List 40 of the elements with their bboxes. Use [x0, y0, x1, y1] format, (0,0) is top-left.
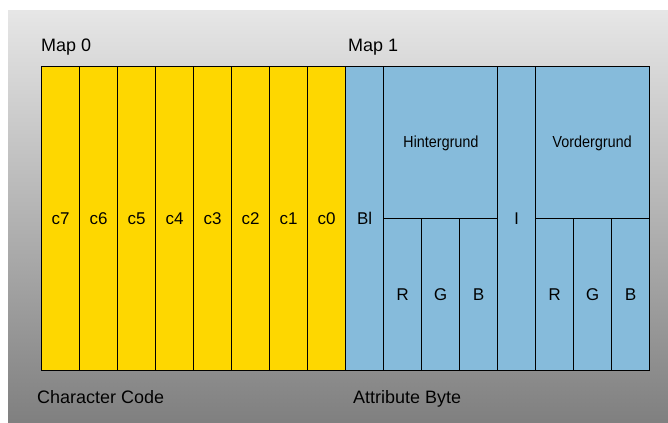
bit-field-cell	[573, 218, 612, 371]
map-label: Map 0	[41, 35, 92, 56]
bit-label: G	[434, 284, 448, 304]
bit-label: c1	[280, 208, 298, 228]
bit-field-cell	[345, 66, 384, 371]
bit-field-cell	[193, 66, 232, 371]
bit-label: c7	[52, 208, 70, 228]
bit-label: Vordergrund	[552, 134, 632, 152]
bit-label: G	[586, 284, 600, 304]
bit-label: B	[472, 284, 484, 304]
field-caption: Character Code	[37, 387, 164, 408]
bit-label: c6	[90, 208, 108, 228]
bit-field-cell	[383, 66, 498, 219]
bit-field-cell	[155, 66, 194, 371]
bit-field-cell	[41, 66, 80, 371]
bit-field-cell	[231, 66, 270, 371]
bit-label: R	[396, 284, 409, 304]
bit-field-cell	[117, 66, 156, 371]
bit-label: Bl	[356, 208, 372, 228]
bit-field-cell	[79, 66, 118, 371]
bit-field-cell	[611, 218, 650, 371]
bit-label: Hintergrund	[402, 134, 478, 152]
bit-field-cell	[535, 66, 650, 219]
bit-field-cell	[383, 218, 422, 371]
bit-label: c5	[128, 208, 146, 228]
bit-field-cell	[269, 66, 308, 371]
map-label: Map 1	[348, 35, 398, 56]
bit-label: B	[624, 284, 636, 304]
bit-label: c4	[166, 208, 184, 228]
bit-label: c2	[242, 208, 260, 228]
bit-field-cell	[535, 218, 574, 371]
bit-field-cell	[497, 66, 536, 371]
bit-field-cell	[421, 218, 460, 371]
bit-field-cell	[459, 218, 498, 371]
bit-label: I	[514, 208, 519, 228]
field-caption: Attribute Byte	[353, 387, 462, 408]
bit-label: c3	[204, 208, 222, 228]
bit-label: c0	[318, 208, 336, 228]
bit-label: R	[548, 284, 561, 304]
bit-field-cell	[307, 66, 346, 371]
